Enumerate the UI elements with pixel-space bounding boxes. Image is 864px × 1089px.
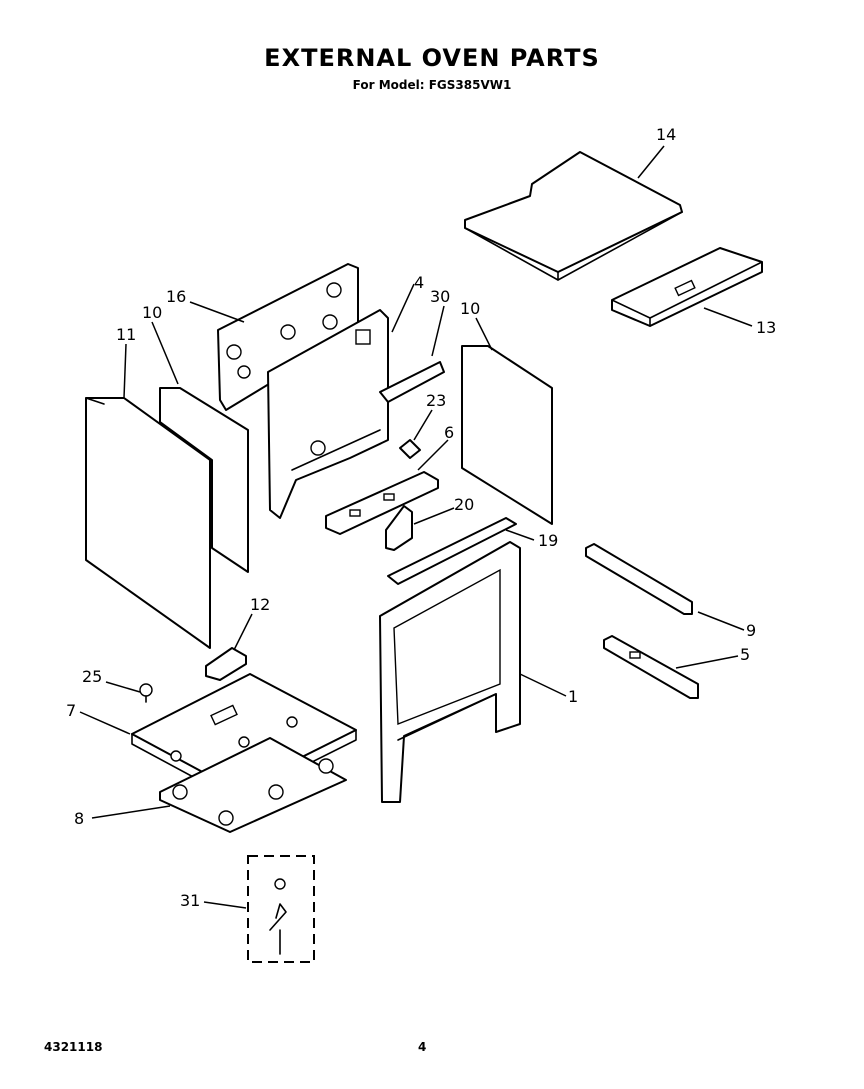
callout-20: 20 — [454, 495, 474, 514]
part-10-left-inner-panel — [159, 387, 249, 573]
callout-13: 13 — [756, 318, 776, 337]
part-6-rail — [325, 471, 439, 535]
callout-5: 5 — [740, 645, 750, 664]
page-number: 4 — [418, 1040, 427, 1054]
part-5-trim — [603, 635, 699, 699]
part-14-top-panel — [464, 151, 683, 281]
part-25-knob — [139, 683, 153, 703]
part-16-back-panel — [217, 263, 359, 411]
callout-25: 25 — [82, 667, 102, 686]
part-31-hardware-kit — [247, 855, 315, 963]
callout-10-right: 10 — [460, 299, 480, 318]
callout-4: 4 — [414, 273, 424, 292]
part-8-lower-tray — [159, 737, 347, 833]
part-4-inner-back — [267, 309, 389, 519]
model-subtitle: For Model: FGS385VW1 — [352, 78, 512, 92]
callout-1: 1 — [568, 687, 578, 706]
part-11-side-panel — [85, 397, 211, 649]
part-20-bracket — [385, 505, 413, 551]
callout-11: 11 — [116, 325, 136, 344]
callout-9: 9 — [746, 621, 756, 640]
page-title: EXTERNAL OVEN PARTS — [264, 44, 600, 72]
callout-10-left: 10 — [142, 303, 162, 322]
part-30-bracket — [379, 361, 445, 403]
callout-23: 23 — [426, 391, 446, 410]
callout-16: 16 — [166, 287, 186, 306]
callout-12: 12 — [250, 595, 270, 614]
part-23-clip — [399, 439, 421, 459]
leader-lines — [79, 145, 753, 909]
callout-19: 19 — [538, 531, 558, 550]
part-9-trim — [585, 543, 693, 615]
part-12-bracket — [205, 647, 247, 681]
callout-7: 7 — [66, 701, 76, 720]
callout-30: 30 — [430, 287, 450, 306]
callout-6: 6 — [444, 423, 454, 442]
part-13-rear-rail — [611, 247, 763, 327]
part-19-strip — [387, 517, 517, 585]
document-number: 4321118 — [44, 1040, 103, 1054]
callout-8: 8 — [74, 809, 84, 828]
part-1-front-frame — [379, 541, 521, 803]
part-10-right-side-panel — [461, 345, 553, 525]
callout-14: 14 — [656, 125, 676, 144]
callout-31: 31 — [180, 891, 200, 910]
